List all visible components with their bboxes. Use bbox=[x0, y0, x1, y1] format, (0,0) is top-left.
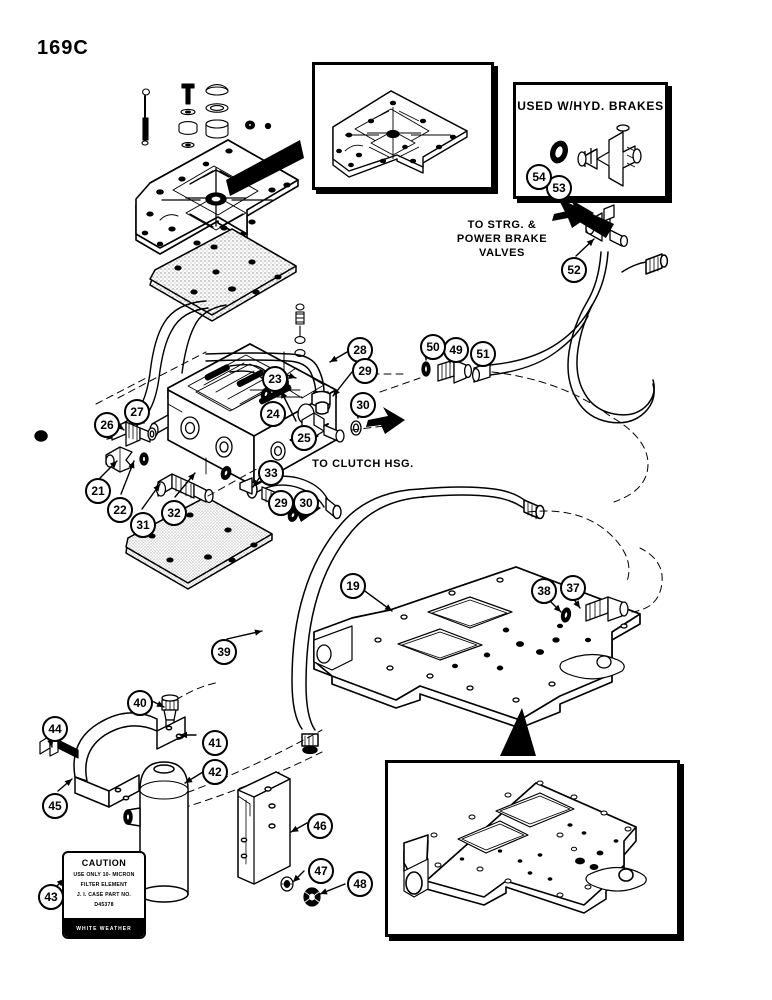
callout-41: 41 bbox=[202, 730, 228, 756]
callout-29: 29 bbox=[268, 490, 294, 516]
caution-line-4: D45378 bbox=[94, 902, 114, 908]
tube-28 bbox=[205, 352, 331, 415]
hardware-47-48 bbox=[280, 876, 321, 907]
filter-canister-42 bbox=[123, 761, 189, 903]
hyd-brakes-detail-art bbox=[550, 124, 642, 187]
fittings-49-50-51 bbox=[421, 304, 593, 384]
callout-44: 44 bbox=[42, 716, 68, 742]
callout-46: 46 bbox=[307, 813, 333, 839]
valve-plunger-spring bbox=[294, 303, 306, 357]
cover-hardware-stack bbox=[141, 83, 272, 148]
callout-43: 43 bbox=[38, 884, 64, 910]
fitting-31-32 bbox=[155, 466, 232, 504]
callout-48: 48 bbox=[347, 871, 373, 897]
caution-line-2: FILTER ELEMENT bbox=[80, 882, 128, 888]
assembly-guide-lines bbox=[89, 351, 663, 871]
caution-line-3: J. I. CASE PART NO. bbox=[76, 892, 132, 898]
tube-39 bbox=[291, 486, 545, 755]
filter-strap-45 bbox=[73, 712, 186, 808]
callout-22: 22 bbox=[107, 497, 133, 523]
callout-23: 23 bbox=[262, 366, 288, 392]
detail-box-valve-housing bbox=[385, 760, 680, 937]
callout-47: 47 bbox=[308, 858, 334, 884]
callout-52: 52 bbox=[561, 257, 587, 283]
fitting-21-22 bbox=[105, 446, 149, 473]
callout-50: 50 bbox=[420, 334, 446, 360]
cover-plate-detail-art bbox=[332, 90, 468, 178]
callout-19: 19 bbox=[340, 573, 366, 599]
fitting-37-38 bbox=[560, 596, 629, 623]
caution-title: CAUTION bbox=[81, 858, 127, 868]
callout-29: 29 bbox=[352, 358, 378, 384]
callout-39: 39 bbox=[211, 639, 237, 665]
callout-49: 49 bbox=[443, 337, 469, 363]
callout-21: 21 bbox=[85, 478, 111, 504]
caution-brand-bar bbox=[64, 918, 144, 937]
filter-bracket-46 bbox=[237, 771, 291, 885]
page-number: 169C bbox=[37, 37, 89, 59]
hyd-brakes-title: USED W/HYD. BRAKES bbox=[517, 99, 664, 113]
callout-30: 30 bbox=[293, 490, 319, 516]
callout-27: 27 bbox=[124, 399, 150, 425]
callout-40: 40 bbox=[127, 690, 153, 716]
annotation-to-clutch-hsg: TO CLUTCH HSG. bbox=[312, 458, 414, 470]
callout-26: 26 bbox=[94, 412, 120, 438]
callout-24: 24 bbox=[260, 401, 286, 427]
callout-42: 42 bbox=[202, 759, 228, 785]
callout-33: 33 bbox=[258, 460, 284, 486]
lower-gasket bbox=[125, 496, 273, 590]
callout-37: 37 bbox=[560, 575, 586, 601]
valve-housing-detail-art bbox=[403, 780, 647, 914]
callout-30: 30 bbox=[350, 392, 376, 418]
detail-box-hyd-brakes: USED W/HYD. BRAKES bbox=[513, 82, 668, 199]
tube-to-tee-52 bbox=[567, 251, 669, 424]
callout-32: 32 bbox=[161, 500, 187, 526]
callout-25: 25 bbox=[291, 425, 317, 451]
callout-31: 31 bbox=[130, 512, 156, 538]
annotation-to-strg-power-brake-valves: TO STRG. & POWER BRAKE VALVES bbox=[456, 219, 548, 259]
caution-decal: CAUTION USE ONLY 10- MICRON FILTER ELEME… bbox=[62, 851, 146, 939]
upper-gasket bbox=[149, 228, 297, 322]
callout-54: 54 bbox=[526, 164, 552, 190]
detail-box-cover-plate bbox=[312, 62, 494, 190]
callout-51: 51 bbox=[470, 341, 496, 367]
callout-45: 45 bbox=[42, 793, 68, 819]
callout-38: 38 bbox=[531, 578, 557, 604]
caution-brand: WHITE WEATHER bbox=[76, 926, 132, 932]
caution-line-1: USE ONLY 10- MICRON bbox=[73, 872, 135, 878]
